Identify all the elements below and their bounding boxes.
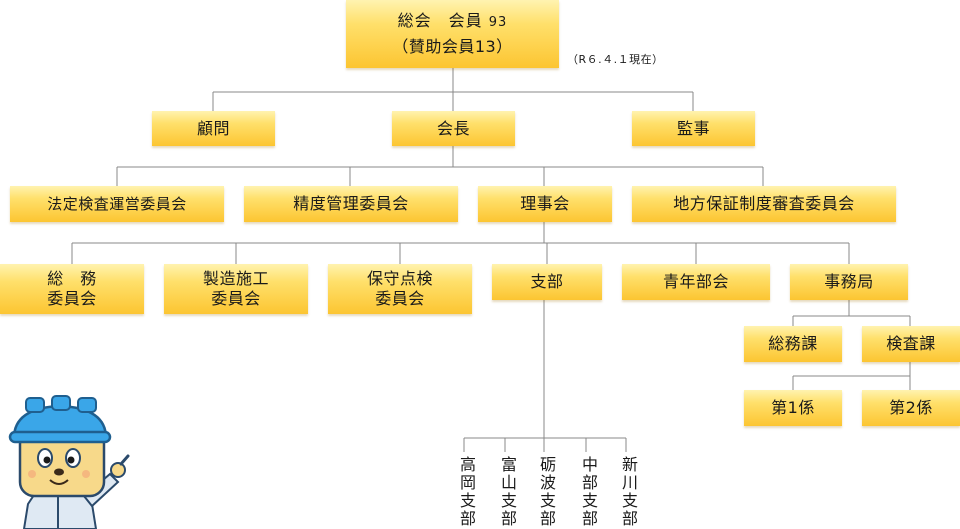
branch-toyama: 富山支部 bbox=[498, 456, 517, 528]
youth-division-box: 青年部会 bbox=[622, 264, 770, 300]
maintenance-label: 保守点検 bbox=[366, 269, 433, 288]
youth-division-label: 青年部会 bbox=[662, 272, 729, 291]
legal-inspection-committee-box: 法定検査運営委員会 bbox=[10, 186, 224, 222]
secretariat-box: 事務局 bbox=[790, 264, 908, 300]
board-label: 理事会 bbox=[520, 194, 570, 213]
accuracy-management-committee-box: 精度管理委員会 bbox=[244, 186, 458, 222]
supporting-members-label: （賛助会員13） bbox=[392, 37, 513, 56]
unit-2-box: 第2係 bbox=[862, 390, 960, 426]
branches-box: 支部 bbox=[492, 264, 602, 300]
general-affairs-committee-box: 総 務 委員会 bbox=[0, 264, 144, 314]
date-note: （R６.４.１現在） bbox=[567, 53, 664, 66]
unit-1-box: 第1係 bbox=[744, 390, 842, 426]
branch-tonami: 砺波支部 bbox=[537, 456, 556, 528]
general-affairs-section-box: 総務課 bbox=[744, 326, 842, 362]
unit-1-label: 第1係 bbox=[771, 398, 815, 417]
manufacturing-committee-label: 委員会 bbox=[211, 289, 261, 308]
maintenance-committee-box: 保守点検 委員会 bbox=[328, 264, 472, 314]
local-guarantee-committee-label: 地方保証制度審査委員会 bbox=[673, 194, 855, 213]
mascot-character-icon bbox=[8, 395, 130, 529]
president-label: 会長 bbox=[436, 118, 470, 138]
general-assembly-box: 総会 会員 93 （賛助会員13） bbox=[346, 0, 559, 68]
general-assembly-label: 総会 会員 bbox=[397, 11, 483, 30]
secretariat-label: 事務局 bbox=[824, 272, 874, 291]
general-affairs-section-label: 総務課 bbox=[768, 334, 818, 353]
inspection-section-label: 検査課 bbox=[886, 334, 936, 353]
branch-niikawa: 新川支部 bbox=[619, 456, 638, 528]
auditor-box: 監事 bbox=[632, 111, 755, 146]
advisor-box: 顧問 bbox=[152, 111, 275, 146]
manufacturing-label: 製造施工 bbox=[202, 269, 269, 288]
general-assembly-line1: 総会 会員 93 bbox=[398, 9, 508, 35]
president-box: 会長 bbox=[392, 111, 515, 146]
general-affairs-committee-label: 委員会 bbox=[47, 289, 97, 308]
branches-label: 支部 bbox=[530, 272, 564, 291]
inspection-section-box: 検査課 bbox=[862, 326, 960, 362]
legal-inspection-committee-label: 法定検査運営委員会 bbox=[47, 195, 187, 213]
accuracy-management-committee-label: 精度管理委員会 bbox=[293, 194, 409, 213]
branch-takaoka: 高岡支部 bbox=[457, 456, 476, 528]
manufacturing-committee-box: 製造施工 委員会 bbox=[164, 264, 308, 314]
local-guarantee-committee-box: 地方保証制度審査委員会 bbox=[632, 186, 896, 222]
auditor-label: 監事 bbox=[676, 118, 710, 138]
members-count: 93 bbox=[488, 15, 508, 30]
maintenance-committee-label: 委員会 bbox=[375, 289, 425, 308]
branch-chubu: 中部支部 bbox=[579, 456, 598, 528]
general-affairs-label: 総 務 bbox=[47, 269, 97, 288]
unit-2-label: 第2係 bbox=[889, 398, 933, 417]
advisor-label: 顧問 bbox=[196, 118, 230, 138]
board-box: 理事会 bbox=[478, 186, 612, 222]
